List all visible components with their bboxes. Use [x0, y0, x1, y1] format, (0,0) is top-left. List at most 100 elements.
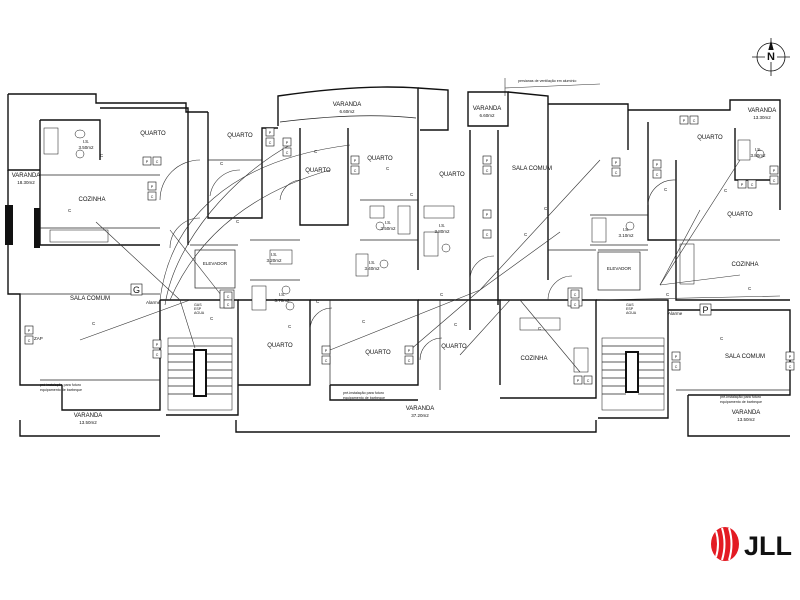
svg-text:P: P	[325, 349, 328, 353]
room-quarto-2: QUARTO	[227, 133, 253, 139]
svg-text:C: C	[100, 153, 104, 158]
svg-text:C: C	[210, 316, 214, 321]
svg-text:C: C	[410, 192, 414, 197]
svg-text:C: C	[751, 183, 754, 187]
svg-text:C: C	[773, 179, 776, 183]
room-is-6: I.S.	[279, 292, 286, 297]
room-is-8: I.S.	[755, 147, 762, 152]
room-varanda-b1-area: 13.50m2	[79, 420, 97, 425]
socket-pc-icon: PC	[350, 155, 360, 175]
room-varanda-right: VARANDA	[748, 108, 777, 114]
svg-text:P: P	[615, 161, 618, 165]
svg-text:C: C	[615, 171, 618, 175]
room-elevador-1: ELEVADOR	[203, 261, 228, 266]
room-is-6-area: 3.70m2	[274, 298, 290, 303]
label-zap: ZAP	[34, 336, 43, 341]
room-is-2: I.S.	[385, 220, 392, 225]
socket-pc-icon: PC	[404, 345, 414, 365]
room-varanda-mid: VARANDA	[473, 106, 502, 112]
svg-text:P: P	[486, 159, 489, 163]
svg-text:P: P	[28, 329, 31, 333]
svg-text:C: C	[408, 359, 411, 363]
service-symbols: ZAP Alarme Alarme G P GAS ESP AGUA GAS E…	[34, 283, 712, 341]
svg-text:C: C	[92, 321, 96, 326]
svg-text:P: P	[741, 183, 744, 187]
svg-text:P: P	[146, 160, 149, 164]
jll-logo-text: JLL	[744, 531, 792, 561]
socket-pc-icon: PC	[321, 345, 331, 365]
room-sala-1: SALA COMUM	[70, 296, 110, 302]
room-varanda-right-area: 13.30m2	[753, 115, 771, 120]
svg-text:C: C	[664, 187, 668, 192]
wall-column	[5, 205, 13, 245]
note-bbq-1b: equipamento de barbeque	[40, 388, 82, 392]
svg-text:C: C	[28, 339, 31, 343]
svg-text:P: P	[656, 163, 659, 167]
socket-pc-icon: PC	[24, 325, 34, 345]
room-quarto-9: QUARTO	[365, 350, 391, 356]
socket-pc-icon: PC	[652, 159, 662, 179]
wall-column	[34, 208, 40, 248]
label-alarme-right: Alarme	[668, 311, 683, 316]
room-is-5: I.S.	[369, 260, 376, 265]
svg-text:C: C	[544, 206, 548, 211]
note-bbq-3b: equipamento de barbeque	[720, 400, 762, 404]
socket-pc-icon: PC	[482, 155, 492, 175]
sanitary-fixtures	[43, 127, 765, 373]
svg-text:C: C	[316, 299, 320, 304]
room-sala-3: SALA COMUM	[725, 354, 765, 360]
staircase-left	[167, 337, 233, 411]
svg-text:C: C	[666, 292, 670, 297]
svg-text:C: C	[524, 232, 528, 237]
note-bbq-1a: pré-instalação para futuro	[40, 383, 81, 387]
socket-pc-icon: PC	[265, 127, 275, 147]
note-bbq-3a: pré-instalação para futuro	[720, 395, 761, 399]
svg-text:C: C	[538, 326, 542, 331]
room-quarto-10: QUARTO	[441, 344, 467, 350]
socket-pc-icon: PC	[282, 137, 292, 157]
socket-pc-icon: PC	[785, 351, 795, 371]
partitions	[20, 159, 790, 391]
svg-text:C: C	[656, 173, 659, 177]
room-quarto-5: QUARTO	[439, 172, 465, 178]
svg-text:C: C	[288, 324, 292, 329]
room-quarto-6: QUARTO	[697, 135, 723, 141]
svg-text:C: C	[574, 303, 577, 307]
room-is-4-area: 3.20m2	[266, 258, 282, 263]
room-cozinha-2: COZINHA	[732, 262, 759, 268]
svg-text:C: C	[156, 353, 159, 357]
room-is-3-area: 3.80m2	[434, 229, 450, 234]
socket-pc-icon: PC	[769, 165, 779, 185]
svg-text:C: C	[236, 219, 240, 224]
elevator-shaft-right	[597, 251, 641, 291]
north-label: N	[767, 51, 775, 63]
svg-text:C: C	[724, 188, 728, 193]
svg-text:P: P	[354, 159, 357, 163]
svg-text:C: C	[486, 233, 489, 237]
svg-text:C: C	[454, 322, 458, 327]
electrical-wiring	[79, 144, 781, 373]
svg-text:C: C	[720, 336, 724, 341]
socket-pc-icon: PC	[147, 181, 157, 201]
room-varanda-b3: VARANDA	[732, 410, 761, 416]
svg-text:C: C	[587, 379, 590, 383]
panel-p-icon	[699, 303, 712, 316]
svg-text:P: P	[683, 119, 686, 123]
svg-text:C: C	[362, 319, 366, 324]
room-is-1: I.S.	[83, 139, 90, 144]
room-varanda-mid-area: 6.60m2	[479, 113, 495, 118]
room-is-3: I.S.	[439, 223, 446, 228]
socket-pc-icon: CC	[223, 291, 233, 309]
svg-text:C: C	[789, 365, 792, 369]
room-varanda-b2: VARANDA	[406, 406, 435, 412]
svg-text:C: C	[325, 359, 328, 363]
svg-text:C: C	[675, 365, 678, 369]
svg-text:C: C	[269, 141, 272, 145]
room-quarto-8: QUARTO	[267, 343, 293, 349]
room-varanda-left-area: 18.30m2	[17, 180, 35, 185]
label-esp-left: ESP	[194, 307, 202, 311]
